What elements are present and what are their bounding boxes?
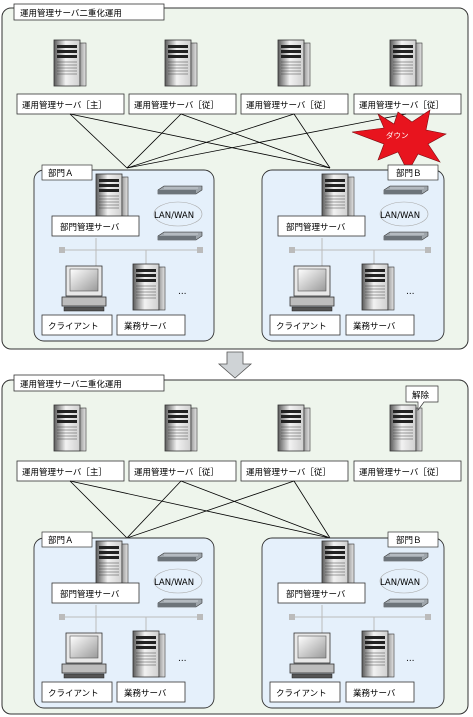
server-label-primary: 運用管理サーバ［主］ xyxy=(22,467,107,478)
dept-b-network: LAN/WAN xyxy=(380,578,420,588)
client-pc-icon xyxy=(289,632,335,679)
server-label-primary: 運用管理サーバ［主］ xyxy=(22,100,107,111)
dept-a-business-label: 業務サーバ xyxy=(124,688,167,699)
dept-server-icon xyxy=(321,173,355,221)
dept-b-more: … xyxy=(406,654,415,664)
switch-icon xyxy=(157,598,203,608)
dept-b-server-label: 部門管理サーバ xyxy=(286,589,346,600)
dept-a-network: LAN/WAN xyxy=(154,211,194,221)
server-label-standby-3: 運用管理サーバ［従］ xyxy=(359,467,444,478)
panel-top: 運用管理サーバ二重化運用 運用管理サーバ［主］ 運用管理サーバ［従］ 運用管理サ… xyxy=(1,3,469,350)
switch-icon xyxy=(383,231,429,241)
standby-server-icon xyxy=(164,404,198,452)
switch-icon xyxy=(157,185,203,195)
dept-a-network: LAN/WAN xyxy=(154,578,194,588)
management-links xyxy=(69,480,331,539)
transition-arrow-icon xyxy=(217,351,253,379)
business-server-icon xyxy=(132,630,166,678)
standby-server-icon xyxy=(277,39,311,87)
dept-a-server-label: 部門管理サーバ xyxy=(60,589,120,600)
standby-server-icon xyxy=(389,39,423,87)
dept-a-business-label: 業務サーバ xyxy=(124,321,167,332)
dept-b-network: LAN/WAN xyxy=(380,211,420,221)
dept-a-label: 部門Ａ xyxy=(48,535,74,546)
client-pc-icon xyxy=(61,265,107,312)
dept-a-more: … xyxy=(178,287,187,297)
primary-server-icon xyxy=(53,39,87,87)
primary-server-icon xyxy=(53,404,87,452)
server-label-standby-1: 運用管理サーバ［従］ xyxy=(134,467,219,478)
dept-server-icon xyxy=(321,540,355,588)
switch-icon xyxy=(383,598,429,608)
server-label-standby-3: 運用管理サーバ［従］ xyxy=(359,100,444,111)
dept-a-more: … xyxy=(178,654,187,664)
dept-b-client-label: クライアント xyxy=(276,689,327,699)
management-links xyxy=(69,113,407,169)
dept-a-client-label: クライアント xyxy=(48,689,99,699)
release-callout-bubble xyxy=(405,385,439,412)
business-server-icon xyxy=(132,263,166,311)
switch-icon xyxy=(157,552,203,562)
dept-b-business-label: 業務サーバ xyxy=(353,321,396,332)
standby-server-icon xyxy=(389,404,423,452)
server-label-standby-2: 運用管理サーバ［従］ xyxy=(246,100,331,111)
dept-b-label: 部門Ｂ xyxy=(396,535,422,546)
panel-bottom: 運用管理サーバ二重化運用 解除 運用管理サーバ［主］ 運用管理サーバ［従］ 運用… xyxy=(1,374,469,715)
dept-b-server-label: 部門管理サーバ xyxy=(286,222,346,233)
release-callout: 解除 xyxy=(412,390,430,401)
switch-icon xyxy=(383,185,429,195)
business-server-icon xyxy=(361,630,395,678)
dept-a-label: 部門Ａ xyxy=(48,168,74,179)
dept-server-icon xyxy=(95,540,129,588)
dept-b-more: … xyxy=(406,287,415,297)
client-pc-icon xyxy=(289,265,335,312)
switch-icon xyxy=(383,552,429,562)
standby-server-icon xyxy=(164,39,198,87)
dept-b-label: 部門Ｂ xyxy=(396,168,422,179)
client-pc-icon xyxy=(61,632,107,679)
dept-a-client-label: クライアント xyxy=(48,322,99,332)
standby-server-icon xyxy=(277,404,311,452)
panel-bottom-title: 運用管理サーバ二重化運用 xyxy=(20,379,122,390)
dept-b-business-label: 業務サーバ xyxy=(353,688,396,699)
server-label-standby-1: 運用管理サーバ［従］ xyxy=(134,100,219,111)
dept-server-icon xyxy=(95,173,129,221)
switch-icon xyxy=(157,231,203,241)
server-label-standby-2: 運用管理サーバ［従］ xyxy=(246,467,331,478)
down-callout: ダウン xyxy=(386,130,409,140)
business-server-icon xyxy=(361,263,395,311)
dept-b-client-label: クライアント xyxy=(276,322,327,332)
panel-top-title: 運用管理サーバ二重化運用 xyxy=(20,8,122,19)
dept-a-server-label: 部門管理サーバ xyxy=(60,222,120,233)
